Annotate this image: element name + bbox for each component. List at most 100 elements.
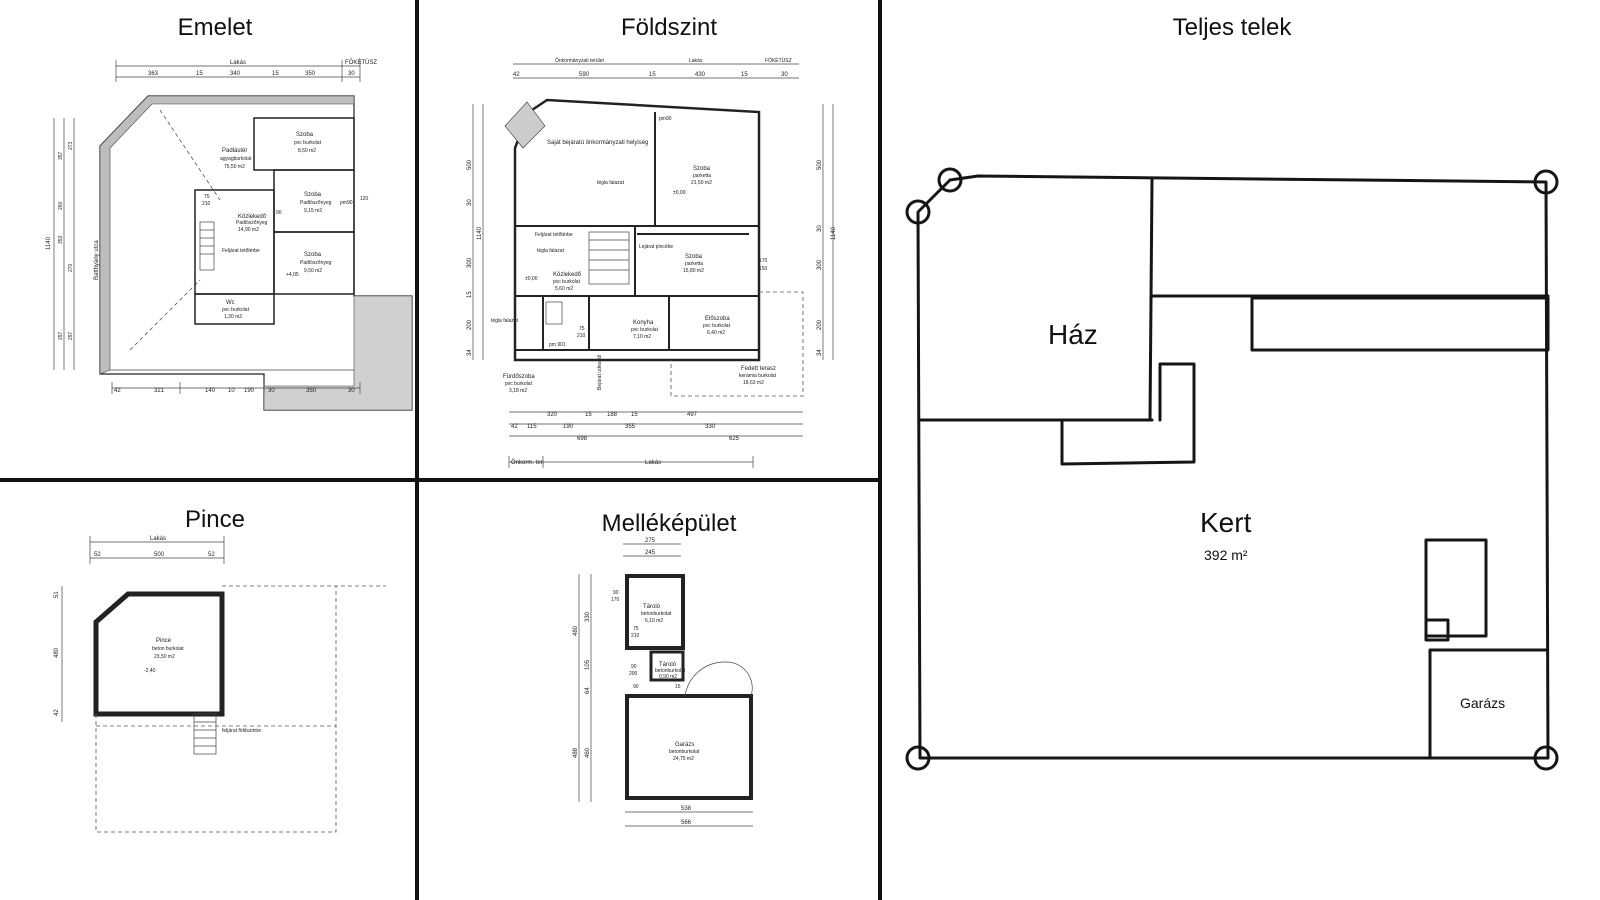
- room-padlaster-floor: agyagburkolat: [220, 156, 252, 162]
- room-szoba-3-area: 9,50 m2: [304, 268, 322, 274]
- dim-top-6: 30: [781, 72, 788, 78]
- dim-left-total: 1140: [477, 226, 483, 240]
- dim-bottom-2: 321: [154, 388, 165, 394]
- room-szoba-2: Szoba: [304, 192, 322, 198]
- dim-top-3: 52: [208, 552, 215, 558]
- note-pm901: pm 901: [549, 342, 566, 348]
- room-szoba-1-area: 21,50 m2: [691, 180, 712, 186]
- emelet-plan: Lakás FŐKÉTÜSZ 363 15 340 15 350 30 Padl…: [46, 59, 413, 411]
- room-pince: Pince: [156, 638, 172, 644]
- room-kozlekedo-area: 14,90 m2: [238, 227, 259, 233]
- dim-left-3: 300: [467, 257, 473, 268]
- room-terasz-area: 18,63 m2: [743, 380, 764, 386]
- pince-plan: Lakás 52 500 52 Pince beton burkolat 23,…: [54, 536, 386, 833]
- dim-top-1: 363: [148, 71, 159, 77]
- dim-top-2: 15: [196, 71, 203, 77]
- panel-foldszint: Földszint Önkormányzati terület Lakás FŐ…: [419, 0, 878, 478]
- dim-bottom-1: 538: [681, 806, 692, 812]
- foldszint-plan: Önkormányzati terület Lakás FŐKÉTÜSZ 42 …: [467, 57, 837, 468]
- dim-right-4: 200: [817, 319, 823, 330]
- room-szoba-2: Szoba: [685, 254, 703, 260]
- dim-left-4: 15: [467, 291, 473, 298]
- dim-left-5: 270: [68, 263, 74, 272]
- divider-vertical-right: [878, 0, 882, 900]
- corner-marker-1: [937, 167, 963, 193]
- dim-lakas-bottom: Lakás: [645, 460, 661, 466]
- note-tegla-2: tégla falazat: [537, 248, 565, 254]
- dim-bottom-6: 30: [268, 388, 275, 394]
- corner-marker-4: [905, 745, 931, 771]
- room-wc-floor: pvc burkolat: [222, 307, 250, 313]
- room-pince-floor: beton burkolat: [152, 646, 184, 652]
- label-kert: Kert: [1200, 507, 1252, 538]
- dim-top-1: 52: [94, 552, 101, 558]
- room-eloszoba-area: 6,40 m2: [707, 330, 725, 336]
- telek-plan: Ház Kert 392 m² Garázs: [905, 167, 1559, 771]
- room-szoba-1-area: 8,50 m2: [298, 148, 316, 154]
- room-onkormanyzati: Saját bejáratú önkormányzati helyiség: [547, 140, 648, 146]
- room-kozlekedo: Közlekedő: [238, 214, 267, 220]
- dim-bottom-8: 30: [348, 388, 355, 394]
- dim-left-5: 200: [467, 319, 473, 330]
- note-75: 75: [204, 194, 210, 200]
- dim-left-6: 297: [58, 331, 64, 340]
- note-210: 210: [202, 201, 211, 207]
- note-level-2: ±0,00: [525, 276, 538, 282]
- room-tarolo-2-floor: betonburkolat: [655, 668, 686, 674]
- dim-top-4: 15: [272, 71, 279, 77]
- dim-left-2: 30: [467, 199, 473, 206]
- dim-right-2: 30: [817, 225, 823, 232]
- dim-lakas: Lakás: [689, 58, 703, 64]
- note-feljarat: Feljárat tetőtérbe: [535, 232, 573, 238]
- note-120: 120: [360, 196, 369, 202]
- dim-top-5: 15: [741, 72, 748, 78]
- dim-b2-4: 355: [625, 424, 636, 430]
- note-90b: 90: [631, 664, 637, 670]
- room-garazs-area: 24,75 m2: [673, 756, 694, 762]
- dim-bottom-2: 566: [681, 820, 692, 826]
- dim-left-3: 260: [58, 201, 64, 210]
- dim-left-1: 51: [54, 591, 60, 598]
- note-170: 170: [611, 597, 620, 603]
- note-feljarat: Feljárat tetőtérbe: [222, 248, 260, 254]
- room-kozlekedo-area: 5,60 m2: [555, 286, 573, 292]
- dim-right-5: 34: [817, 349, 823, 356]
- dim-bottom-3: 140: [205, 388, 216, 394]
- room-tarolo-1: Tároló: [643, 604, 661, 610]
- dim-top-2: 245: [645, 550, 656, 556]
- room-szoba-1: Szoba: [296, 132, 314, 138]
- dim-bottom-5: 190: [244, 388, 255, 394]
- room-tarolo-1-area: 6,10 m2: [645, 618, 663, 624]
- dim-left-3: 42: [54, 709, 60, 716]
- note-pm90: pm90: [659, 116, 672, 122]
- dim-top-2: 590: [579, 72, 590, 78]
- panel-teljes-telek: Teljes telek Ház Kert 392 m² Garázs: [882, 0, 1600, 900]
- room-kozlekedo-floor: pvc burkolat: [553, 279, 581, 285]
- dim-foketusz: FŐKÉTÜSZ: [345, 59, 377, 66]
- dim-right-3: 300: [817, 259, 823, 270]
- mellekepulet-plan: 275 245 Tároló betonburkolat 6,10 m2 Tár…: [573, 538, 753, 827]
- room-szoba-1: Szoba: [693, 166, 711, 172]
- dim-bottom-4: 10: [228, 388, 235, 394]
- street-label: Batthyány utca: [94, 240, 100, 280]
- panel-title: Melléképület: [601, 510, 737, 537]
- note-level-1: ±0,00: [673, 190, 686, 196]
- room-kozlekedo: Közlekedő: [553, 272, 582, 278]
- room-szoba-2-area: 15,80 m2: [683, 268, 704, 274]
- room-szoba-2-floor: parketta: [685, 261, 703, 267]
- dim-left-2: 273: [68, 141, 74, 150]
- note-pm90: pm90: [340, 200, 353, 206]
- label-garazs: Garázs: [1460, 695, 1505, 711]
- note-lejarat: Lejárat pincébe: [639, 244, 673, 250]
- dim-bottom-7: 350: [306, 388, 317, 394]
- dim-b2-3: 190: [563, 424, 574, 430]
- note-170: 170: [759, 258, 768, 264]
- note-75: 75: [633, 626, 639, 632]
- room-eloszoba: Előszoba: [705, 316, 730, 322]
- room-szoba-3: Szoba: [304, 252, 322, 258]
- panel-title: Földszint: [620, 14, 718, 41]
- dim-right-total: 1140: [831, 226, 837, 240]
- note-210: 210: [631, 633, 640, 639]
- dim-foketusz: FŐKÉTÜSZ: [765, 57, 792, 64]
- dim-b3-2: 625: [729, 436, 740, 442]
